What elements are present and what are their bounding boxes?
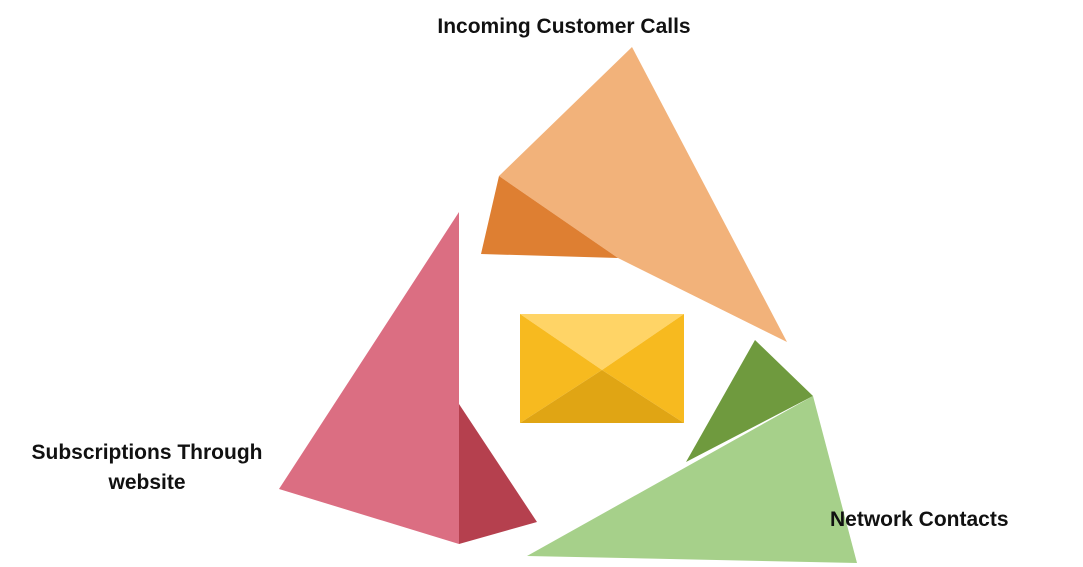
red-pyramid-face <box>279 212 459 544</box>
green-pyramid-shadow-face <box>686 340 813 462</box>
red-pyramid-shadow-face <box>459 404 537 544</box>
orange-pyramid-face <box>499 47 787 342</box>
red-pyramid <box>279 212 537 544</box>
label-subscriptions-line1: Subscriptions Through <box>31 441 263 464</box>
green-pyramid-face <box>527 396 857 563</box>
envelope-top-flap <box>520 314 684 370</box>
envelope-right-flap <box>602 314 684 423</box>
green-pyramid <box>527 340 857 563</box>
orange-pyramid-shadow-face <box>481 176 618 258</box>
label-network-contacts: Network Contacts <box>830 508 1009 531</box>
label-subscriptions-through-website: Subscriptions Through website <box>6 438 288 498</box>
envelope-left-flap <box>520 314 602 423</box>
envelope-bottom-flap <box>520 370 684 423</box>
orange-pyramid <box>481 47 787 342</box>
envelope-icon <box>520 314 684 423</box>
label-subscriptions-line2: website <box>108 471 186 494</box>
label-incoming-customer-calls: Incoming Customer Calls <box>437 15 691 38</box>
